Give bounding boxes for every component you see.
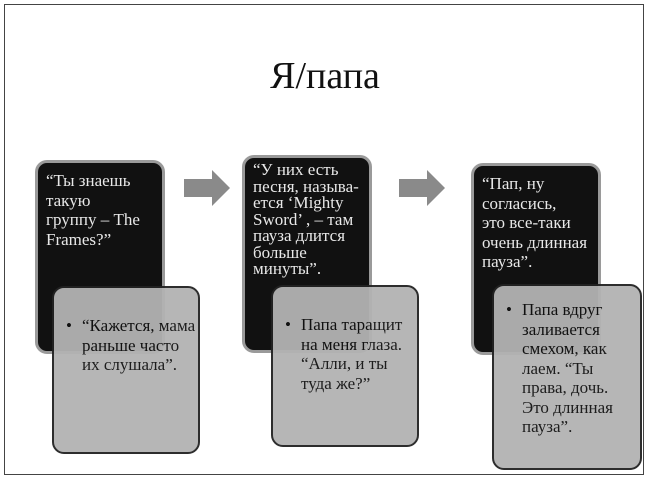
text-line: “Алли, и ты	[301, 354, 388, 373]
text-line: пауза длится	[253, 226, 346, 245]
text-line: заливается	[522, 319, 600, 339]
text-line: Sword’ , – там	[253, 209, 354, 229]
text-line: Frames?”	[46, 229, 112, 249]
text-line: больше	[253, 242, 307, 262]
text-line: это все-таки	[482, 213, 571, 232]
text-line: “Кажется, мама	[82, 316, 196, 335]
text-line: лаем. “Ты	[522, 358, 594, 378]
arrow-right-icon	[184, 170, 230, 206]
text-line: раньше часто	[82, 335, 180, 355]
arrow-right-icon	[399, 170, 445, 206]
text-line: очень длинная	[482, 232, 588, 252]
text-line: Папа вдруг	[522, 300, 603, 319]
text-line: смехом, как	[522, 339, 607, 358]
slide-border	[4, 4, 644, 475]
text-line: туда же?”	[301, 373, 371, 393]
text-line: “У них есть	[253, 160, 339, 179]
text-line: согласись,	[482, 193, 557, 213]
text-line: пауза”.	[482, 252, 533, 271]
text-line: Это длинная	[522, 397, 613, 417]
text-line: пауза”.	[522, 417, 573, 436]
text-line: песня, называ-	[253, 176, 359, 196]
text-line: их слушала”.	[82, 355, 177, 374]
text-line: группу – The	[46, 210, 140, 229]
text-line: “Ты знаешь	[46, 171, 131, 190]
text-line: “Пап, ну	[482, 174, 545, 193]
text-line: ется ‘Mighty	[253, 193, 344, 212]
text-line: минуты”.	[253, 259, 322, 278]
text-line: права, дочь.	[522, 378, 609, 397]
text-line: на меня глаза.	[301, 334, 403, 354]
slide-title: Я/папа	[270, 55, 380, 97]
text-line: Папа таращит	[301, 315, 403, 334]
text-line: такую	[46, 190, 91, 210]
